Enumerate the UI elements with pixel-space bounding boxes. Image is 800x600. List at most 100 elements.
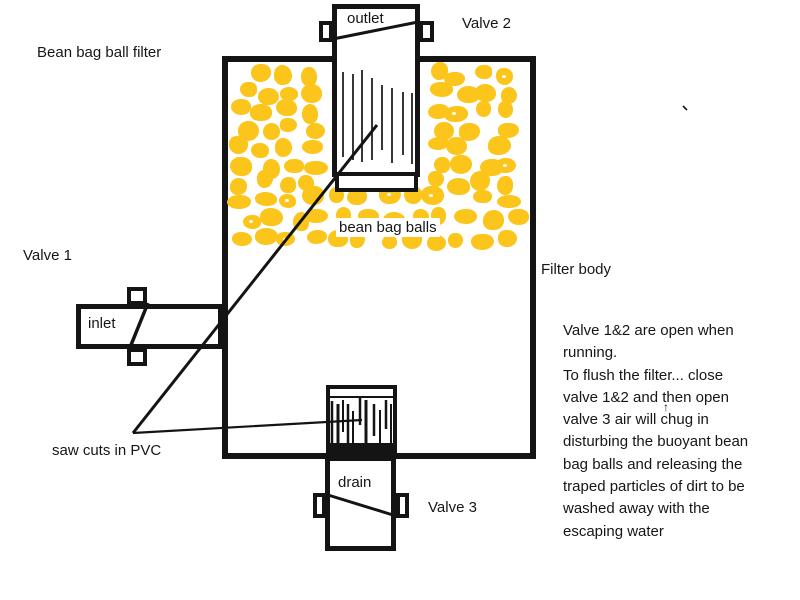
bean-bag-ball [254, 192, 278, 206]
bean-bag-ball [447, 232, 464, 249]
bean-bag-ball [284, 158, 305, 174]
bean-bag-ball [229, 178, 247, 195]
valve3-lever-line [327, 493, 394, 517]
valve1-lever-line [129, 302, 150, 346]
instructions-line: washed away with the [563, 500, 710, 518]
leader-line-to-drain-strainer [132, 418, 363, 435]
bean-bag-balls-label: bean bag balls [336, 218, 440, 237]
ball-highlight [452, 112, 457, 116]
valve1-label: Valve 1 [23, 247, 72, 264]
valve3-label: Valve 3 [428, 499, 477, 516]
instructions-line: To flush the filter... close [563, 366, 724, 384]
leader-line-to-outlet-strainer [131, 124, 379, 434]
bean-bag-ball [250, 103, 272, 121]
bean-bag-ball [433, 122, 454, 141]
bean-bag-ball [476, 100, 492, 117]
ball-highlight [501, 74, 506, 78]
bean-bag-ball [301, 67, 317, 87]
bean-bag-ball [470, 171, 490, 192]
drain-label: drain [338, 474, 372, 491]
bean-bag-ball [274, 65, 292, 86]
inlet-label: inlet [88, 315, 116, 332]
bean-bag-ball [240, 81, 257, 98]
instructions-line: running. [563, 344, 618, 362]
bean-bag-ball [501, 87, 518, 104]
filter-body-label: Filter body [541, 261, 612, 278]
inlet-pipe [76, 304, 223, 349]
instructions-line: valve 1&2 and then open [563, 388, 729, 406]
ball-highlight [428, 193, 433, 197]
bean-bag-ball [496, 158, 517, 173]
saw-cuts-outlet [342, 70, 413, 164]
drain-strainer-top-line [330, 396, 393, 398]
ball-highlight [282, 237, 287, 241]
valve3-stem-left [313, 493, 326, 518]
bean-bag-ball [301, 83, 322, 103]
bean-bag-ball [256, 169, 274, 189]
bean-bag-ball [227, 194, 252, 209]
bean-bag-ball [496, 176, 513, 195]
valve1-stem-bottom [127, 348, 147, 366]
bean-bag-ball [454, 208, 478, 224]
diagram-title: Bean bag ball filter [37, 44, 162, 61]
bean-bag-ball [276, 98, 297, 116]
caret-mark: ↑ [663, 400, 669, 414]
bean-bag-ball [231, 99, 251, 115]
bean-bag-ball [433, 156, 451, 173]
bean-bag-ball [254, 227, 279, 245]
bean-bag-ball [428, 171, 444, 188]
instructions-line: traped particles of dirt to be [563, 478, 745, 496]
bean-bag-ball [445, 136, 467, 156]
bean-bag-ball [243, 214, 262, 229]
instructions-text: Valve 1&2 are open when running. To flus… [563, 320, 778, 543]
bean-bag-ball [430, 82, 454, 97]
bean-bag-ball [483, 209, 505, 230]
bean-bag-ball [263, 123, 280, 141]
bean-bag-ball [280, 118, 297, 132]
bean-bag-ball [443, 105, 468, 123]
bean-bag-ball [238, 120, 260, 141]
bean-bag-ball [301, 103, 318, 124]
bean-bag-ball [456, 85, 480, 104]
bean-bag-ball [279, 87, 298, 101]
ball-highlight [249, 220, 254, 224]
instructions-line: disturbing the buoyant bean [563, 433, 749, 451]
bean-bag-ball [232, 232, 253, 246]
bean-bag-ball [458, 123, 480, 141]
bean-bag-ball [498, 123, 520, 139]
instructions-line: Valve 1&2 are open when [563, 322, 734, 339]
saw-cuts-label: saw cuts in PVC [52, 442, 162, 459]
bean-bag-ball [450, 155, 472, 175]
bean-bag-ball [278, 193, 296, 208]
instructions-line: valve 3 air will chug in [563, 411, 709, 429]
bean-bag-ball [420, 186, 444, 205]
bean-bag-ball [259, 207, 284, 226]
bean-bag-ball [251, 63, 272, 82]
valve3-stem-right [396, 493, 409, 518]
stray-mark [682, 105, 688, 111]
bean-bag-ball [251, 142, 269, 159]
bean-bag-ball [306, 123, 325, 139]
bean-bag-ball [280, 176, 296, 193]
valve2-stem-right [419, 21, 434, 42]
bean-bag-ball [230, 156, 252, 177]
bean-bag-ball [496, 68, 513, 85]
ball-highlight [284, 199, 289, 203]
bean-bag-ball [431, 62, 448, 81]
ball-highlight [503, 164, 508, 168]
bean-bag-ball [497, 100, 514, 119]
bean-bag-ball [274, 137, 293, 157]
bean-bag-ball [446, 178, 471, 195]
instructions-line: escaping water [563, 522, 664, 540]
bean-bag-ball [475, 84, 496, 102]
bean-bag-ball [304, 161, 328, 176]
outlet-label: outlet [347, 10, 384, 27]
valve2-label: Valve 2 [462, 15, 511, 32]
outlet-strainer-cap [335, 172, 418, 192]
bean-bag-ball [347, 187, 368, 206]
bean-bag-ball [427, 136, 449, 150]
bean-bag-ball [474, 65, 492, 80]
bean-bag-ball [508, 208, 529, 226]
